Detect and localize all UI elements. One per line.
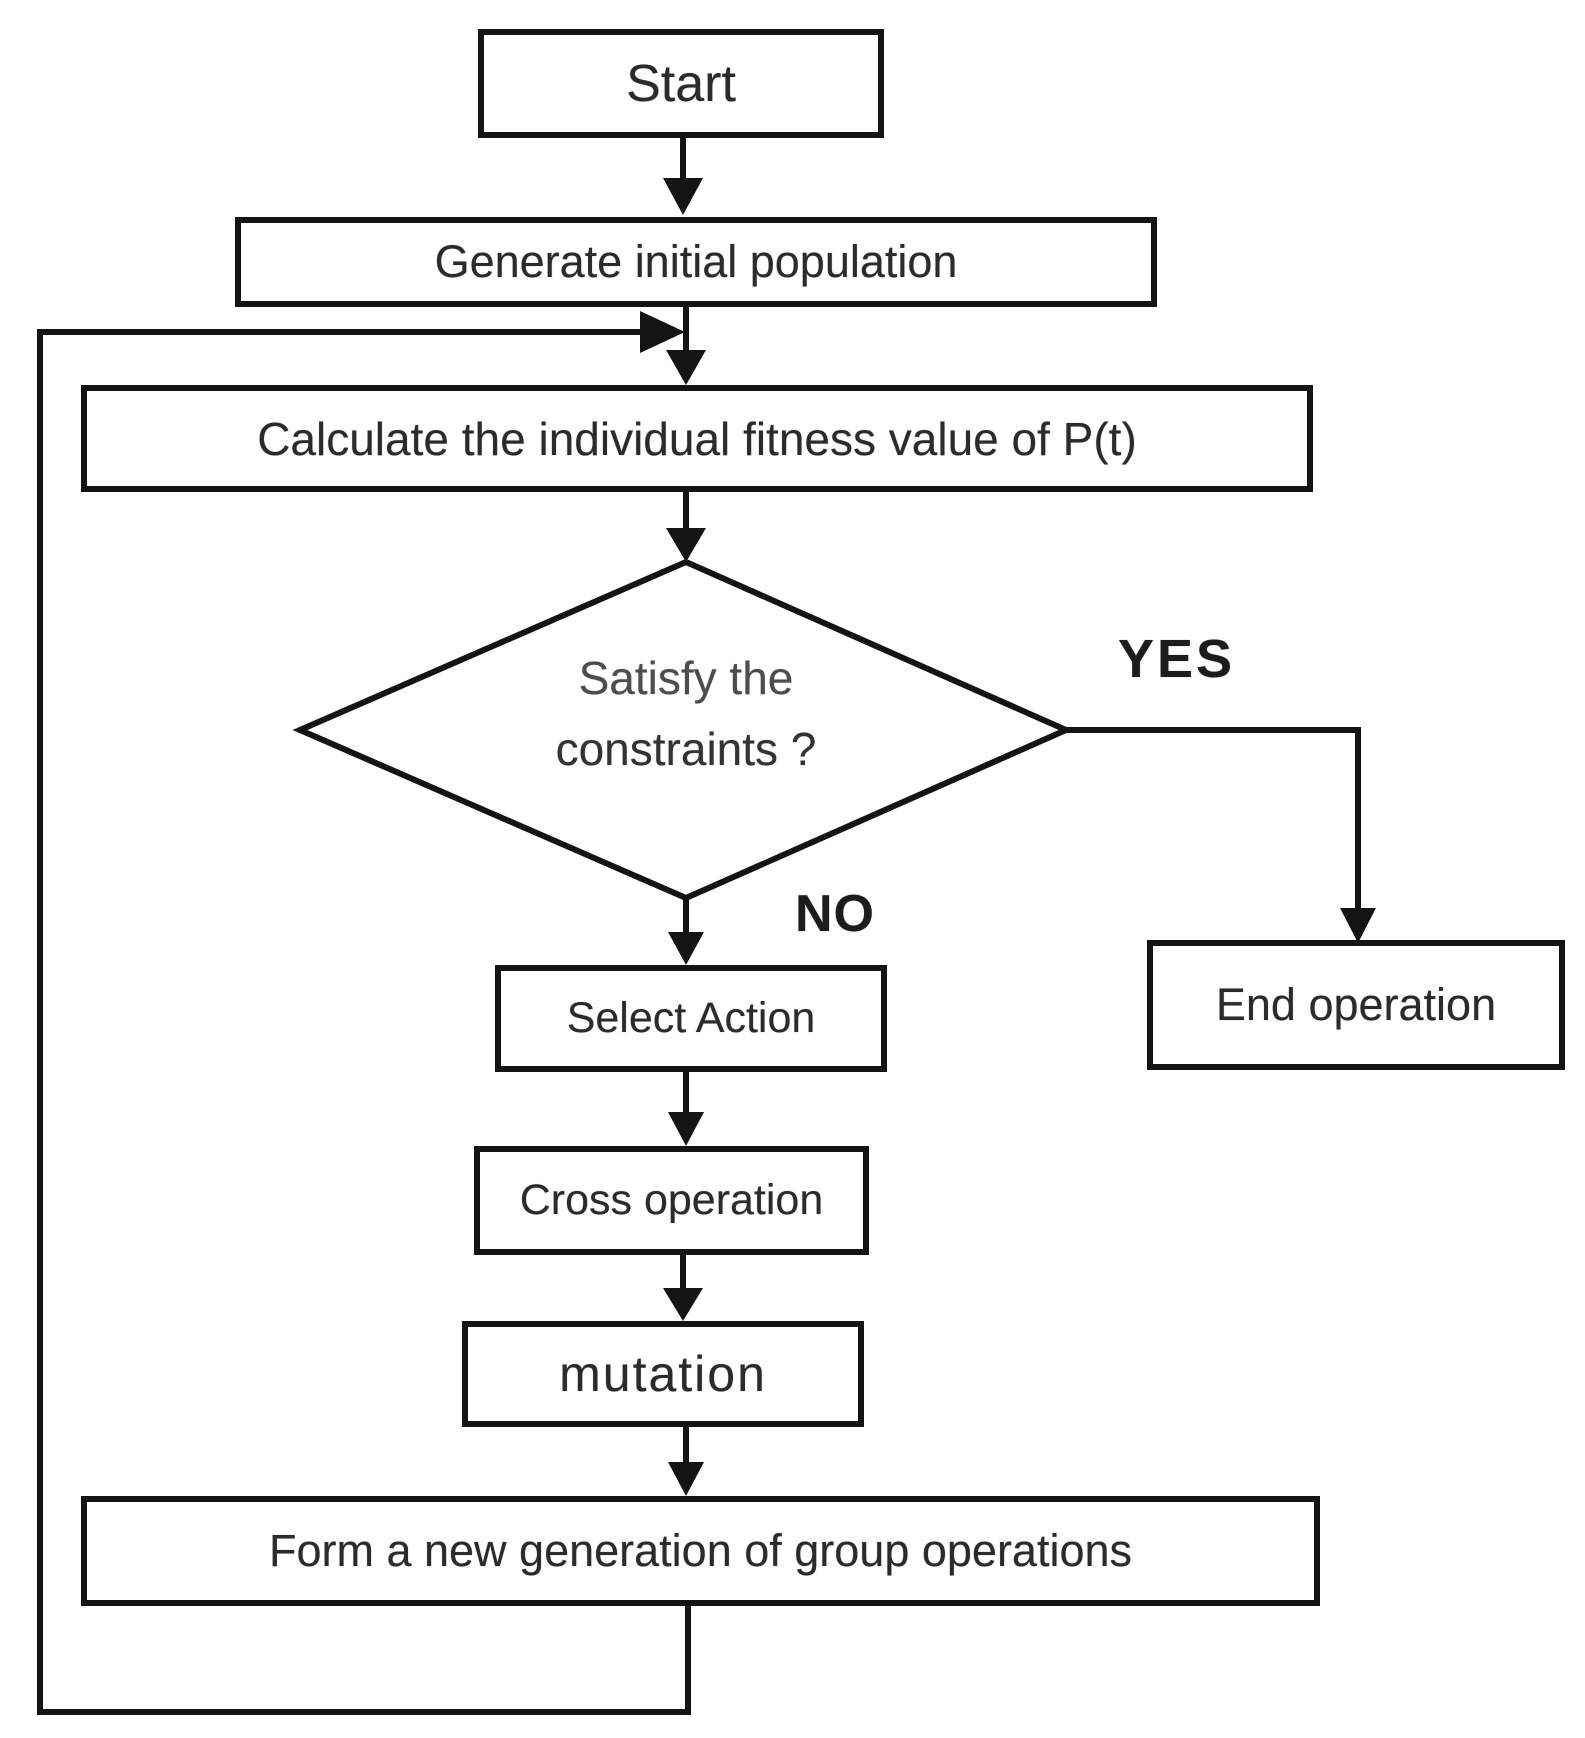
flowchart-node-mutation: mutation [462,1321,864,1427]
decision-label-line1: Satisfy the [578,651,794,704]
flowchart-node-calculate-fitness: Calculate the individual fitness value o… [81,385,1313,492]
node-select-label: Select Action [566,994,816,1042]
flowchart-node-cross-operation: Cross operation [474,1146,869,1255]
node-mutation-label: mutation [559,1346,767,1402]
flowchart-node-select-action: Select Action [495,965,887,1072]
flowchart-node-generate-initial-population: Generate initial population [235,217,1157,307]
decision-diamond-shape [292,558,1074,902]
node-form-label: Form a new generation of group operation… [268,1525,1133,1576]
edge-label-yes: YES [1118,629,1236,689]
arrowhead-feedback-join [640,311,685,353]
node-cross-label: Cross operation [519,1176,824,1224]
arrowhead-mutation-to-form [668,1462,704,1496]
arrowhead-calculate-to-decision [666,528,706,562]
edge-label-no: NO [795,885,875,943]
arrowhead-cross-to-mutation [663,1288,703,1321]
flowchart-node-form-new-generation: Form a new generation of group operation… [81,1496,1320,1606]
flowchart-node-decision-constraints: Satisfy the constraints ? [396,598,976,830]
edge-decision-to-end [1066,727,1361,910]
node-end-label: End operation [1215,979,1497,1030]
node-start-label: Start [626,54,736,113]
node-calculate-label: Calculate the individual fitness value o… [257,412,1137,465]
edge-feedback-loop [37,329,691,1715]
arrowhead-select-to-cross [668,1112,704,1146]
arrowhead-start-to-generate [663,178,703,215]
node-generate-label: Generate initial population [434,236,958,287]
arrowhead-decision-to-end [1340,908,1376,943]
arrowhead-generate-to-calculate [666,350,706,385]
flowchart-node-start: Start [478,29,884,138]
arrowhead-decision-to-select [668,932,704,965]
flowchart-node-end-operation: End operation [1147,940,1565,1070]
decision-label-line2: constraints ? [555,723,817,775]
